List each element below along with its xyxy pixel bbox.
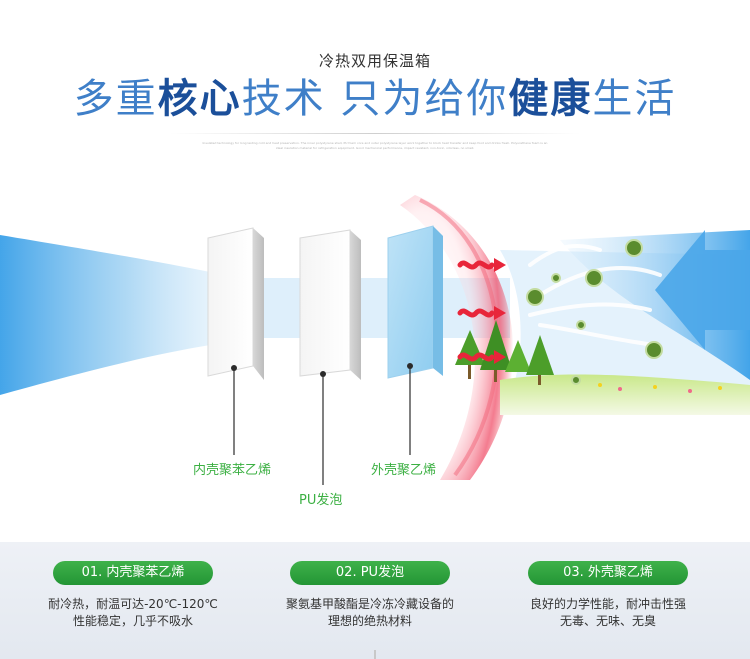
- feature-3-line-1: 良好的力学性能，耐冲击性强: [529, 597, 686, 611]
- bacteria-icon: [526, 239, 663, 385]
- cold-airflow-left: [0, 235, 210, 395]
- inner-layer-label: 内壳聚苯乙烯: [193, 463, 272, 478]
- header-fine-print: Insulated technology for long lasting co…: [202, 141, 548, 150]
- airflow-arrows: [528, 244, 662, 347]
- feature-2-line-1: 聚氨基甲酸酯是冷冻冷藏设备的: [285, 597, 454, 611]
- heat-wave-icon: [457, 260, 495, 362]
- pu-foam-panel: [299, 229, 361, 380]
- page-end-marker: [374, 650, 376, 659]
- feature-1-title: 01. 内壳聚苯乙烯: [53, 561, 213, 585]
- feature-3-title: 03. 外壳聚乙烯: [528, 561, 688, 585]
- feature-3-description: 良好的力学性能，耐冲击性强 无毒、无味、无臭: [498, 596, 718, 630]
- flower-icon: [598, 383, 722, 393]
- callout-lines: [233, 366, 411, 485]
- page-subtitle: 冷热双用保温箱: [318, 52, 431, 70]
- inner-polystyrene-panel: [207, 227, 264, 380]
- page-headline: 多重核心技术 只为给你健康生活: [0, 74, 750, 124]
- headline-part-1: 多重: [73, 76, 158, 122]
- feature-2-title: 02. PU发泡: [290, 561, 450, 585]
- headline-part-3: 技术 只为给你: [241, 76, 509, 122]
- feature-2-line-2: 理想的绝热材料: [327, 614, 412, 628]
- headline-part-4: 健康: [508, 76, 593, 122]
- header-divider: [170, 133, 580, 134]
- feature-3-line-2: 无毒、无味、无臭: [559, 614, 656, 628]
- outer-layer-label: 外壳聚乙烯: [371, 463, 437, 478]
- headline-part-5: 生活: [592, 76, 677, 122]
- feature-1-line-1: 耐冷热，耐温可达-20℃-120℃: [48, 597, 218, 611]
- feature-2-description: 聚氨基甲酸酯是冷冻冷藏设备的 理想的绝热材料: [260, 596, 480, 630]
- feature-1-line-2: 性能稳定，几乎不吸水: [72, 614, 193, 628]
- foam-layer-label: PU发泡: [299, 493, 343, 508]
- outer-polyethylene-panel: [387, 225, 443, 379]
- headline-part-2: 核心: [157, 76, 242, 122]
- airflow-arrow-icon: [655, 230, 750, 350]
- insulation-illustration: [0, 195, 750, 485]
- feature-1-description: 耐冷热，耐温可达-20℃-120℃ 性能稳定，几乎不吸水: [23, 596, 243, 630]
